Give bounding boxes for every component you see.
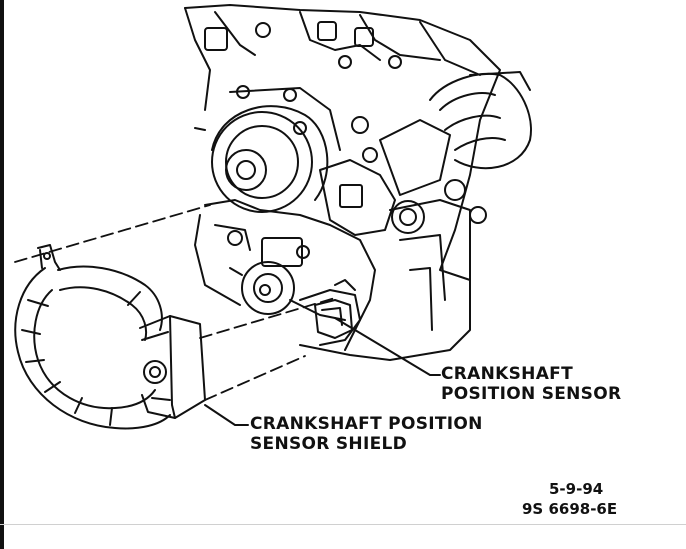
shield-label-line2: SENSOR SHIELD (250, 434, 408, 454)
sensor-shield (14, 244, 206, 430)
sensor-label-line2: POSITION SENSOR (441, 384, 622, 404)
assembly-lines (14, 204, 336, 401)
engine-block (184, 4, 532, 361)
crankshaft-hub (229, 261, 361, 346)
sensor-label-line1: CRANKSHAFT (441, 364, 573, 384)
bottom-border (0, 524, 686, 525)
coolant-outlet (319, 159, 425, 236)
shield-label-line1: CRANKSHAFT POSITION (250, 414, 483, 434)
front-cover (194, 199, 376, 351)
water-pump-pulley (194, 85, 341, 213)
crankshaft-position-sensor (314, 279, 356, 339)
figure-date: 5-9-94 (549, 480, 604, 498)
left-border (0, 0, 4, 549)
figure-number: 9S 6698-6E (522, 500, 618, 518)
leader-lines (204, 317, 441, 426)
